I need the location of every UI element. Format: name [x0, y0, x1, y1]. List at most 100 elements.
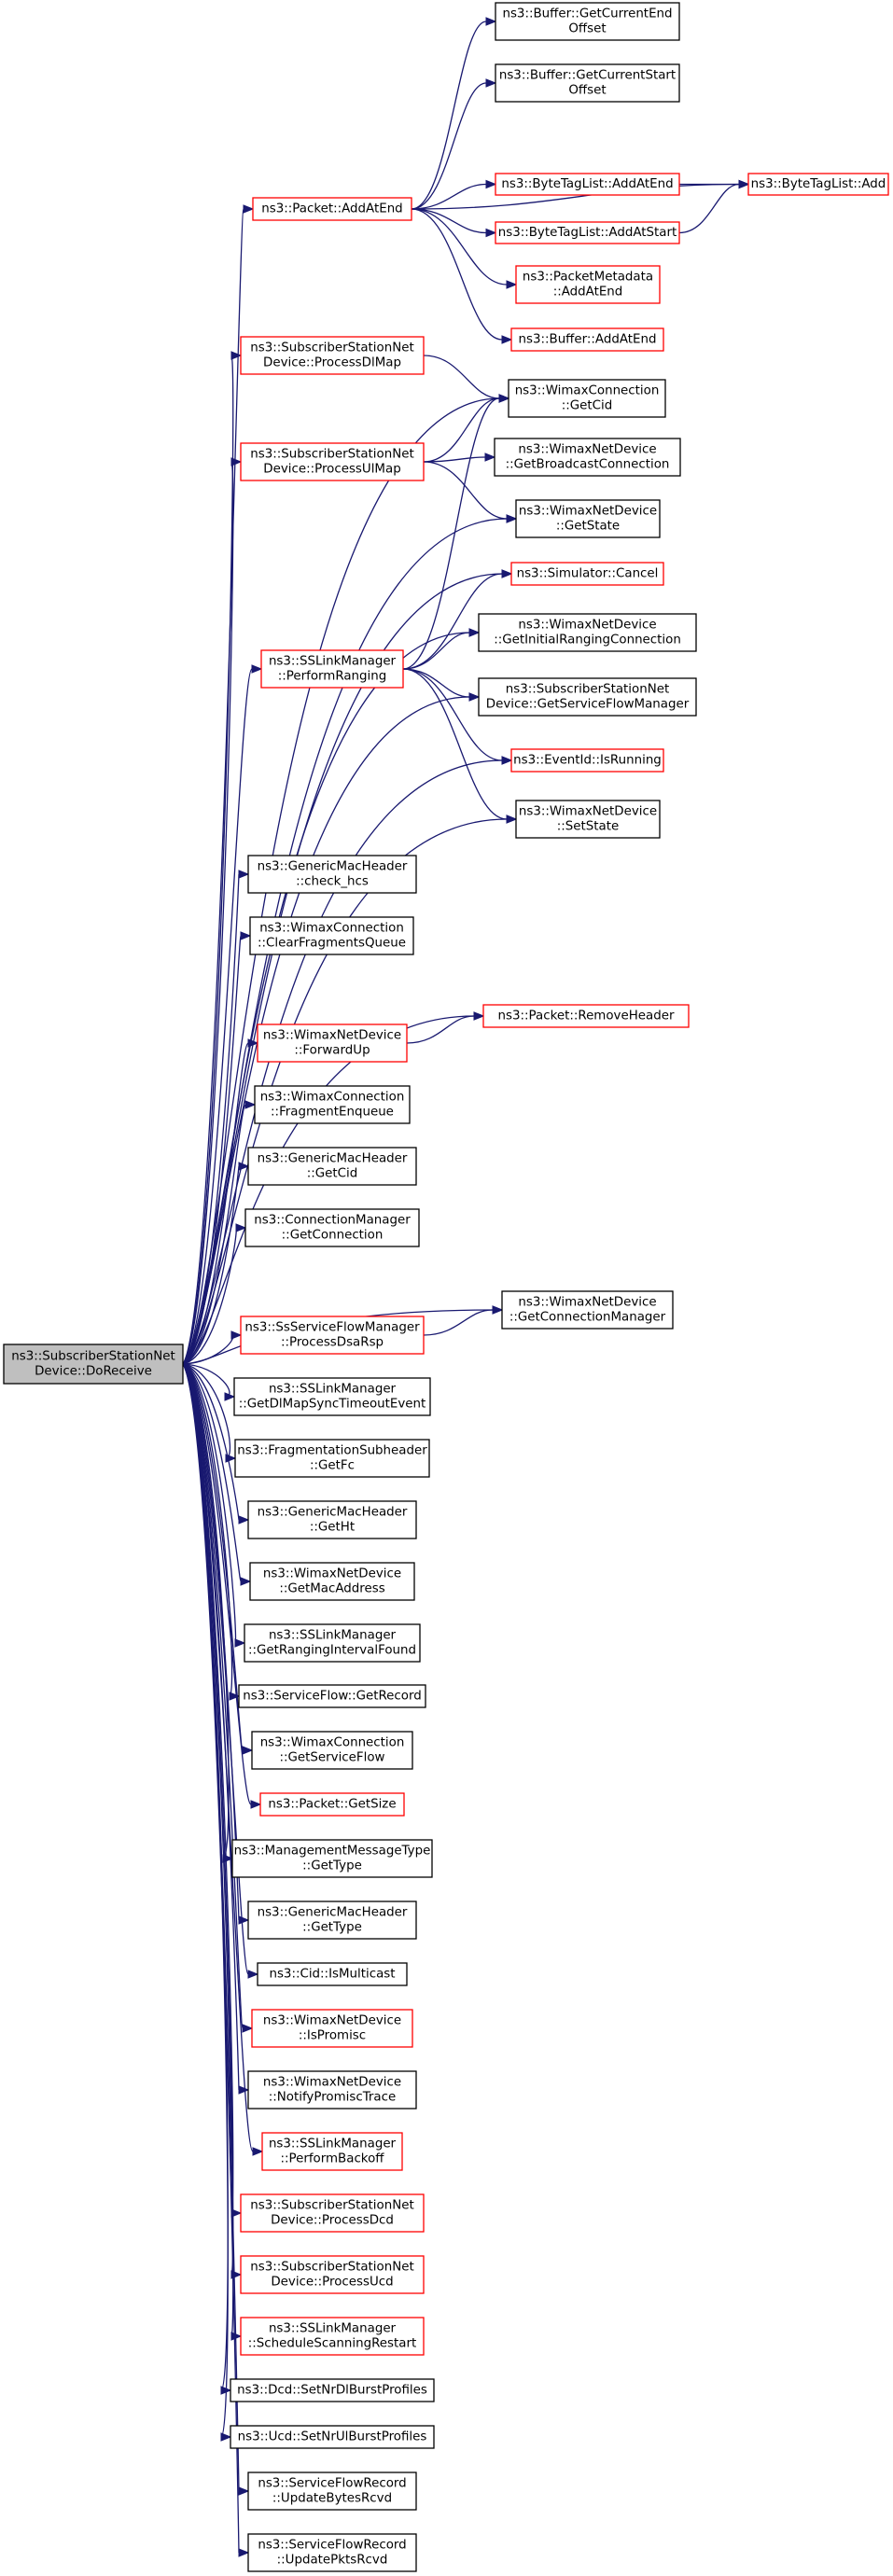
- node-perfRanging[interactable]: ns3::SSLinkManager::PerformRanging: [260, 649, 404, 689]
- node-label: ::UpdateBytesRcvd: [272, 2492, 392, 2506]
- node-label: ns3::WimaxConnection: [515, 384, 660, 398]
- node-btlAdd[interactable]: ns3::ByteTagList::Add: [747, 173, 889, 196]
- edge-arrowhead: [484, 453, 496, 462]
- node-getInitRng[interactable]: ns3::WimaxNetDevice::GetInitialRangingCo…: [478, 613, 697, 652]
- root-node[interactable]: ns3::SubscriberStationNetDevice::DoRecei…: [3, 1344, 184, 1385]
- node-getSfMgr[interactable]: ns3::SubscriberStationNetDevice::GetServ…: [478, 677, 697, 717]
- node-box: [240, 2255, 425, 2294]
- node-label: ns3::SubscriberStationNet: [11, 1350, 174, 1364]
- edge-procUlMap-to-getBcastConn: [423, 453, 496, 463]
- edge-line: [411, 183, 740, 210]
- node-box: [240, 1316, 425, 1355]
- node-label: ns3::WimaxNetDevice: [519, 505, 657, 519]
- node-sfGetRecord[interactable]: ns3::ServiceFlow::GetRecord: [238, 1684, 426, 1708]
- edge-arrowhead: [498, 394, 510, 403]
- node-label: ns3::SSLinkManager: [269, 655, 397, 669]
- node-getConn[interactable]: ns3::ConnectionManager::GetConnection: [244, 1208, 420, 1247]
- node-fragEnq[interactable]: ns3::WimaxConnection::FragmentEnqueue: [254, 1085, 411, 1124]
- node-schedScan[interactable]: ns3::SSLinkManager::ScheduleScanningRest…: [240, 2317, 425, 2356]
- node-label: ::NotifyPromiscTrace: [269, 2091, 396, 2105]
- node-procDcd[interactable]: ns3::SubscriberStationNetDevice::Process…: [240, 2193, 425, 2233]
- node-simCancel[interactable]: ns3::Simulator::Cancel: [510, 562, 664, 586]
- edge-pktAddAtEnd-to-bufAddAtEnd: [411, 208, 513, 344]
- node-label: ::FragmentEnqueue: [271, 1106, 394, 1120]
- node-procUcd[interactable]: ns3::SubscriberStationNetDevice::Process…: [240, 2255, 425, 2294]
- node-box: [230, 2378, 435, 2402]
- edge-arrowhead: [485, 228, 497, 238]
- node-isRunning[interactable]: ns3::EventId::IsRunning: [510, 748, 664, 773]
- node-setState[interactable]: ns3::WimaxNetDevice::SetState: [515, 800, 661, 839]
- node-clrFrag[interactable]: ns3::WimaxConnection::ClearFragmentsQueu…: [249, 916, 414, 955]
- node-gmhGetType[interactable]: ns3::GenericMacHeader::GetType: [247, 1901, 417, 1940]
- node-box: [515, 800, 661, 839]
- node-label: ns3::FragmentationSubheader: [237, 1444, 427, 1458]
- node-getBcastConn[interactable]: ns3::WimaxNetDevice::GetBroadcastConnect…: [494, 438, 681, 477]
- node-getConnMgr[interactable]: ns3::WimaxNetDevice::GetConnectionManage…: [501, 1290, 674, 1330]
- node-fwdUp[interactable]: ns3::WimaxNetDevice::ForwardUp: [257, 1023, 408, 1063]
- edge-line: [402, 668, 470, 698]
- node-wcGetCid[interactable]: ns3::WimaxConnection::GetCid: [508, 379, 666, 418]
- edge-pktAddAtEnd-to-btlAddAtEnd: [411, 179, 497, 210]
- node-procDsaRsp[interactable]: ns3::SsServiceFlowManager::ProcessDsaRsp: [240, 1316, 425, 1355]
- node-box: [251, 2009, 413, 2048]
- node-label: ns3::Buffer::AddAtEnd: [519, 333, 657, 347]
- node-updBytes[interactable]: ns3::ServiceFlowRecord::UpdateBytesRcvd: [247, 2472, 417, 2511]
- node-label: ns3::ConnectionManager: [254, 1214, 411, 1228]
- node-notifyPromisc[interactable]: ns3::WimaxNetDevice::NotifyPromiscTrace: [247, 2070, 417, 2110]
- node-label: ns3::WimaxNetDevice: [519, 805, 657, 819]
- node-getHt[interactable]: ns3::GenericMacHeader::GetHt: [247, 1500, 417, 1539]
- edge-arrowhead: [506, 815, 518, 824]
- node-label: ns3::WimaxNetDevice: [263, 1029, 401, 1043]
- node-rmHeader[interactable]: ns3::Packet::RemoveHeader: [482, 1004, 690, 1028]
- node-dcdSetNr[interactable]: ns3::Dcd::SetNrDlBurstProfiles: [230, 2378, 435, 2402]
- node-wcGetSf[interactable]: ns3::WimaxConnection::GetServiceFlow: [251, 1731, 413, 1770]
- node-label: Device::ProcessUlMap: [263, 463, 400, 477]
- node-label: ::UpdatePktsRcvd: [277, 2554, 388, 2568]
- node-isMcast[interactable]: ns3::Cid::IsMulticast: [257, 1962, 408, 1986]
- node-procUlMap[interactable]: ns3::SubscriberStationNetDevice::Process…: [240, 442, 425, 481]
- node-label: ns3::ServiceFlowRecord: [258, 2477, 406, 2491]
- node-getDlMapEv[interactable]: ns3::SSLinkManager::GetDlMapSyncTimeoutE…: [233, 1377, 431, 1416]
- node-getState[interactable]: ns3::WimaxNetDevice::GetState: [515, 499, 661, 538]
- node-getRngFound[interactable]: ns3::SSLinkManager::GetRangingIntervalFo…: [244, 1623, 421, 1663]
- edge-arrowhead: [238, 2085, 250, 2095]
- node-box: [495, 63, 680, 103]
- node-label: ns3::GenericMacHeader: [258, 1906, 408, 1920]
- node-procDlMap[interactable]: ns3::SubscriberStationNetDevice::Process…: [240, 336, 425, 375]
- node-mmtGetType[interactable]: ns3::ManagementMessageType::GetType: [231, 1839, 433, 1878]
- node-box: [247, 2070, 417, 2110]
- node-btlAddAtStart[interactable]: ns3::ByteTagList::AddAtStart: [495, 221, 680, 244]
- edge-root-to-checkHcs: [182, 870, 250, 1365]
- edge-line: [182, 935, 242, 1365]
- edge-pktAddAtEnd-to-getCurEnd: [411, 17, 497, 210]
- node-isPromisc[interactable]: ns3::WimaxNetDevice::IsPromisc: [251, 2009, 413, 2048]
- edge-arrowhead: [240, 931, 252, 940]
- node-gmhGetCid[interactable]: ns3::GenericMacHeader::GetCid: [247, 1147, 417, 1186]
- node-btlAddAtEnd[interactable]: ns3::ByteTagList::AddAtEnd: [495, 173, 680, 196]
- node-getFc[interactable]: ns3::FragmentationSubheader::GetFc: [234, 1439, 430, 1478]
- edge-root-to-perfRanging: [182, 664, 263, 1365]
- node-perfBackoff[interactable]: ns3::SSLinkManager::PerformBackoff: [261, 2132, 403, 2171]
- node-bufAddAtEnd[interactable]: ns3::Buffer::AddAtEnd: [510, 327, 664, 352]
- edge-arrowhead: [492, 1305, 504, 1315]
- edge-root-to-procUlMap: [182, 457, 243, 1365]
- node-box: [249, 916, 414, 955]
- node-getMac[interactable]: ns3::WimaxNetDevice::GetMacAddress: [249, 1562, 415, 1601]
- node-label: ns3::GenericMacHeader: [258, 860, 408, 874]
- edge-arrowhead: [235, 1223, 247, 1232]
- node-pmAddAtEnd[interactable]: ns3::PacketMetadata::AddAtEnd: [515, 265, 661, 304]
- node-box: [247, 2472, 417, 2511]
- edge-arrowhead: [238, 2548, 250, 2557]
- edge-line: [406, 1015, 475, 1044]
- node-updPkts[interactable]: ns3::ServiceFlowRecord::UpdatePktsRcvd: [247, 2533, 417, 2572]
- edge-line: [182, 873, 240, 1365]
- node-pktGetSize[interactable]: ns3::Packet::GetSize: [259, 1792, 405, 1817]
- edge-arrowhead: [238, 2486, 250, 2496]
- node-label: ::GetMacAddress: [279, 1582, 384, 1596]
- node-ucdSetNr[interactable]: ns3::Ucd::SetNrUlBurstProfiles: [230, 2425, 435, 2449]
- edge-arrowhead: [506, 280, 518, 289]
- node-pktAddAtEnd[interactable]: ns3::Packet::AddAtEnd: [252, 197, 412, 221]
- node-checkHcs[interactable]: ns3::GenericMacHeader::check_hcs: [247, 855, 417, 894]
